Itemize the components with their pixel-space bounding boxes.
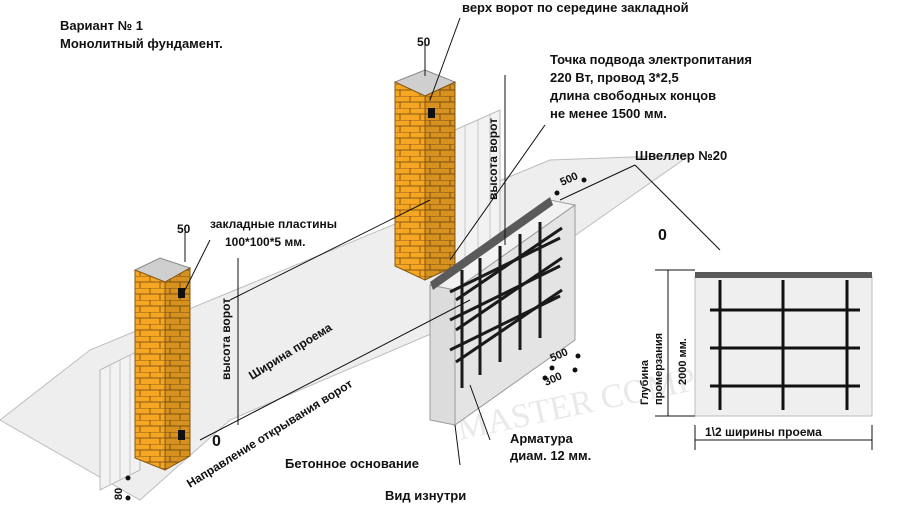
zero-right: 0 bbox=[658, 227, 667, 244]
dimension-dots bbox=[125, 177, 587, 501]
gate-height-left: высота ворот bbox=[219, 298, 233, 380]
top-label: верх ворот по середине закладной bbox=[462, 0, 689, 15]
freeze-depth-2: промерзания bbox=[653, 333, 665, 405]
concrete-foundation bbox=[428, 197, 577, 426]
power-note-2: 220 Вт, провод 3*2,5 bbox=[550, 70, 679, 85]
view-label: Вид изнутри bbox=[385, 488, 466, 503]
rebar-label-2: диам. 12 мм. bbox=[510, 448, 591, 463]
channel-label: Швеллер №20 bbox=[635, 148, 727, 163]
channel-bar bbox=[430, 197, 553, 290]
pillar-right bbox=[393, 69, 457, 281]
pillar-width-left: 50 bbox=[177, 222, 191, 236]
dim-80: 80 bbox=[113, 488, 125, 500]
leader-lines bbox=[184, 17, 721, 466]
section-view bbox=[655, 269, 873, 450]
gate-height-right: высота ворот bbox=[486, 118, 500, 200]
freeze-depth-1: Глубина bbox=[639, 359, 651, 405]
power-note-1: Точка подвода электропитания bbox=[550, 52, 752, 67]
variant-subtitle: Монолитный фундамент. bbox=[60, 36, 223, 51]
zero-left: 0 bbox=[212, 433, 221, 450]
half-width: 1\2 ширины проема bbox=[705, 425, 822, 439]
pillar-left bbox=[133, 257, 192, 471]
power-note-3: длина свободных концов bbox=[550, 88, 716, 103]
plates-label-1: закладные пластины bbox=[210, 217, 337, 231]
variant-title: Вариант № 1 bbox=[60, 18, 143, 33]
rebar-grid bbox=[449, 222, 563, 388]
rebar-label-1: Арматура bbox=[510, 431, 574, 446]
freeze-depth-3: 2000 мм. bbox=[677, 338, 689, 385]
dim-300: 300 bbox=[542, 370, 564, 388]
pillar-width-right: 50 bbox=[417, 35, 431, 49]
plates-label-2: 100*100*5 мм. bbox=[225, 235, 305, 249]
concrete-label: Бетонное основание bbox=[285, 456, 419, 471]
power-note-4: не менее 1500 мм. bbox=[550, 106, 667, 121]
